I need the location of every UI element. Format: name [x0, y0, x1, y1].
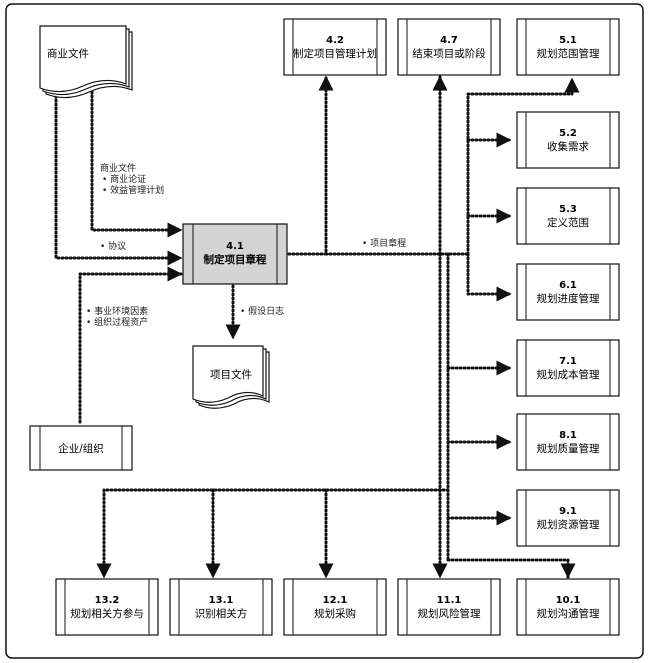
connector-to-4-2: [287, 75, 334, 256]
label-eef: • 事业环境因素: [86, 305, 148, 317]
connector-labels: 商业文件 • 商业论证 • 效益管理计划 • 协议 • 事业环境因素 • 组织过…: [86, 162, 406, 328]
process-number: 5.2: [559, 128, 577, 139]
process-name: 结束项目或阶段: [412, 47, 486, 60]
process-number: 5.3: [559, 204, 577, 215]
process-number: 8.1: [559, 430, 577, 441]
label-opa: • 组织过程资产: [86, 316, 148, 328]
enterprise-label: 企业/组织: [58, 442, 104, 455]
label-business-docs: 商业文件: [100, 162, 136, 174]
connector-business-case: [90, 86, 183, 238]
label-benefits-plan: • 效益管理计划: [102, 184, 164, 196]
process-name: 规划进度管理: [537, 292, 600, 305]
process-name: 规划采购: [314, 607, 356, 620]
process-name: 规划质量管理: [537, 442, 600, 455]
process-name: 规划范围管理: [537, 47, 600, 60]
enterprise-org: 企业/组织: [29, 425, 133, 471]
process-4-1[interactable]: 4.1 制定项目章程: [182, 223, 288, 285]
process-boxes: 4.2制定项目管理计划4.7结束项目或阶段5.1规划范围管理5.2收集需求5.3…: [55, 18, 620, 636]
connector-to-13-2: [96, 488, 450, 579]
process-number: 11.1: [437, 595, 462, 606]
process-number: 10.1: [556, 595, 581, 606]
process-name: 制定项目章程: [204, 253, 267, 266]
connector-enterprise: [78, 266, 183, 424]
process-number: 6.1: [559, 280, 577, 291]
process-name: 规划风险管理: [418, 607, 481, 620]
process-number: 5.1: [559, 35, 577, 46]
process-name: 制定项目管理计划: [293, 47, 377, 60]
process-name: 规划相关方参与: [70, 607, 144, 620]
process-number: 7.1: [559, 356, 577, 367]
business-documents: 商业文件: [39, 25, 133, 99]
process-name: 收集需求: [547, 140, 589, 153]
process-number: 4.2: [326, 35, 344, 46]
process-number: 13.1: [209, 595, 234, 606]
business-docs-label: 商业文件: [47, 47, 89, 60]
process-name: 规划沟通管理: [537, 607, 600, 620]
process-number: 9.1: [559, 506, 577, 517]
process-number: 13.2: [95, 595, 120, 606]
label-business-case: • 商业论证: [102, 173, 146, 185]
label-project-charter: • 项目章程: [362, 237, 406, 249]
connector-to-6-1: [466, 252, 512, 302]
label-agreements: • 协议: [100, 240, 126, 252]
process-number: 4.1: [226, 241, 244, 252]
process-name: 识别相关方: [195, 607, 248, 620]
connector-agreements: [54, 86, 183, 266]
connector-to-10-1: [446, 558, 576, 579]
process-name: 定义范围: [547, 216, 589, 229]
process-name: 规划资源管理: [537, 518, 600, 531]
process-number: 12.1: [323, 595, 348, 606]
process-number: 4.7: [440, 35, 458, 46]
project-documents: 项目文件: [192, 345, 270, 409]
process-name: 规划成本管理: [537, 368, 600, 381]
project-docs-label: 项目文件: [210, 368, 252, 381]
label-assumption-log: • 假设日志: [240, 305, 284, 317]
diagram-frame: [5, 3, 644, 659]
connectors: [54, 75, 580, 579]
connector-to-5-1: [466, 77, 580, 256]
